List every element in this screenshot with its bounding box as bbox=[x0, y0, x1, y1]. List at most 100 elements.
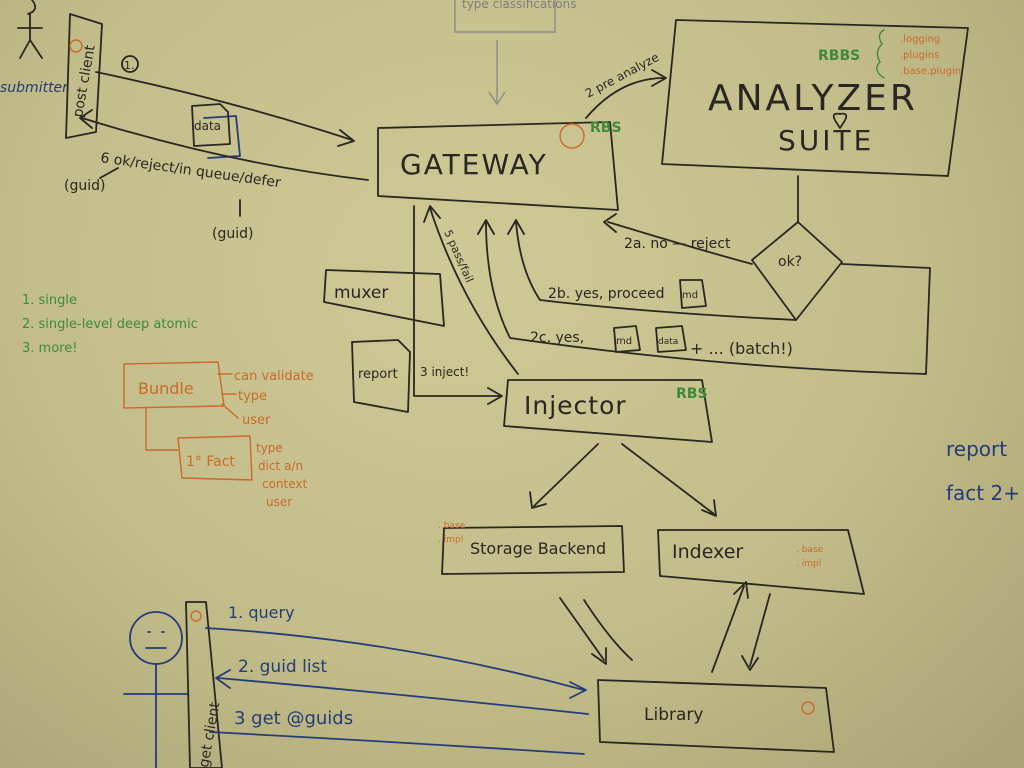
guid-list-arrow bbox=[215, 669, 589, 715]
heart-icon bbox=[832, 112, 848, 129]
pass-fail-arrow bbox=[423, 205, 519, 375]
pass-fail-label: 5 pass/fail bbox=[441, 228, 476, 285]
fact-label: 1° Fact bbox=[186, 454, 235, 470]
bundle-prop-2: type bbox=[238, 389, 267, 404]
batch-prefix-label: 2c. yes, bbox=[530, 330, 584, 346]
analyze-arrow bbox=[585, 69, 667, 119]
list-item-2: 2. single-level deep atomic bbox=[22, 317, 198, 332]
batch-md-icon bbox=[613, 325, 641, 353]
guid-label-1: (guid) bbox=[64, 178, 105, 194]
fact-prop-4: user bbox=[266, 495, 292, 509]
bundle-prop-1: can validate bbox=[234, 369, 314, 384]
reject-label: 2a. no — reject bbox=[624, 236, 731, 252]
type-classification-box bbox=[454, 0, 556, 33]
submit-arrow bbox=[95, 71, 355, 147]
muxer-label: muxer bbox=[334, 283, 388, 303]
reject-arrow bbox=[603, 213, 753, 265]
get-guids-label: 3 get @guids bbox=[234, 708, 353, 729]
bundle-label: Bundle bbox=[138, 379, 194, 398]
inject-label: 3 inject! bbox=[420, 365, 469, 379]
storage-backend-box bbox=[441, 525, 625, 575]
right-note-1: report bbox=[946, 437, 1007, 461]
submitter-figure bbox=[17, 0, 43, 59]
bundle-prop-3: user bbox=[242, 413, 271, 428]
storage-base-label: . base bbox=[438, 521, 466, 531]
step6-label: 6 ok/reject/in queue/defer bbox=[99, 150, 282, 191]
guid-label-2: (guid) bbox=[212, 226, 253, 242]
gateway-marker-icon bbox=[559, 123, 585, 149]
storage-to-library-arrow bbox=[559, 597, 607, 665]
type-classification-label: type classifications bbox=[462, 0, 577, 11]
fact-prop-3: context bbox=[262, 477, 308, 491]
indexer-impl-label: . impl bbox=[796, 559, 821, 569]
proceed-arrow bbox=[507, 219, 797, 321]
post-client-label: post client bbox=[70, 43, 99, 118]
get-client-column bbox=[185, 601, 223, 768]
post-client-marker-icon bbox=[69, 39, 83, 53]
batch-data-icon bbox=[655, 325, 687, 353]
to-storage-arrow bbox=[529, 443, 599, 509]
fact-prop-2: dict a/n bbox=[258, 459, 303, 473]
storage-backend-label: Storage Backend bbox=[470, 539, 606, 558]
library-box bbox=[597, 679, 835, 753]
list-item-1: 1. single bbox=[22, 293, 77, 308]
query-label: 1. query bbox=[228, 603, 295, 622]
fact-box bbox=[177, 435, 253, 481]
storage-impl-label: . impl bbox=[438, 535, 463, 545]
batch-md-label: md bbox=[616, 336, 632, 347]
decision-diamond bbox=[751, 221, 843, 321]
indexer-base-label: . base bbox=[796, 545, 824, 555]
post-client-column bbox=[65, 13, 103, 139]
batch-data-label: data bbox=[658, 337, 678, 347]
guid-connectors bbox=[99, 167, 241, 217]
plugins-item-3: .base.plugin bbox=[900, 66, 961, 77]
right-note-2: fact 2+ bbox=[946, 481, 1020, 505]
library-to-storage-line bbox=[583, 599, 633, 661]
fact-prop-1: type bbox=[256, 441, 283, 455]
inject-arrow bbox=[413, 205, 503, 405]
gateway-rbs-label: RBS bbox=[590, 120, 622, 136]
injector-rbs-label: RBS bbox=[676, 386, 708, 402]
batch-arrow bbox=[477, 219, 931, 375]
analyze-label: 2 pre analyze bbox=[583, 50, 661, 101]
library-marker-icon bbox=[801, 701, 815, 715]
guid-list-label: 2. guid list bbox=[238, 657, 327, 677]
step1-label: 1. bbox=[124, 59, 135, 72]
to-indexer-arrow bbox=[621, 443, 717, 517]
report-document-label: report bbox=[358, 367, 398, 382]
response-arrow bbox=[79, 109, 369, 181]
analyzer-label-line2: SUITE bbox=[778, 124, 874, 157]
analyzer-suite-box bbox=[661, 19, 969, 177]
query-arrow bbox=[205, 627, 587, 699]
indexer-label: Indexer bbox=[672, 541, 743, 563]
list-item-3: 3. more! bbox=[22, 341, 77, 356]
muxer-box bbox=[323, 269, 445, 327]
gateway-box bbox=[377, 121, 619, 211]
proceed-label: 2b. yes, proceed bbox=[548, 286, 665, 302]
gateway-label: GATEWAY bbox=[400, 148, 548, 181]
get-guids-arrow bbox=[209, 731, 585, 755]
plugins-item-1: .logging bbox=[900, 34, 940, 45]
library-label: Library bbox=[644, 705, 703, 725]
analyzer-rbs-label: RBBS bbox=[818, 48, 860, 64]
bundle-to-fact-line bbox=[145, 407, 179, 451]
data-document-label: data bbox=[194, 119, 221, 133]
data-document-icon bbox=[191, 103, 241, 159]
injector-box bbox=[503, 379, 713, 443]
batch-suffix-label: + ... (batch!) bbox=[690, 339, 793, 358]
proceed-md-icon bbox=[679, 279, 707, 309]
indexer-to-library-arrow bbox=[741, 593, 771, 671]
submitter-label: submitter bbox=[0, 80, 69, 96]
decision-label: ok? bbox=[778, 254, 802, 270]
get-client-figure bbox=[123, 611, 189, 768]
bundle-connectors bbox=[217, 373, 239, 419]
plugins-item-2: .plugins bbox=[900, 50, 939, 61]
report-document-icon bbox=[351, 339, 411, 413]
analyzer-label-line1: ANALYZER bbox=[708, 78, 918, 119]
step1-circle bbox=[121, 55, 139, 73]
indexer-box bbox=[657, 529, 865, 595]
get-client-marker-icon bbox=[190, 610, 202, 622]
injector-label: Injector bbox=[524, 391, 627, 420]
